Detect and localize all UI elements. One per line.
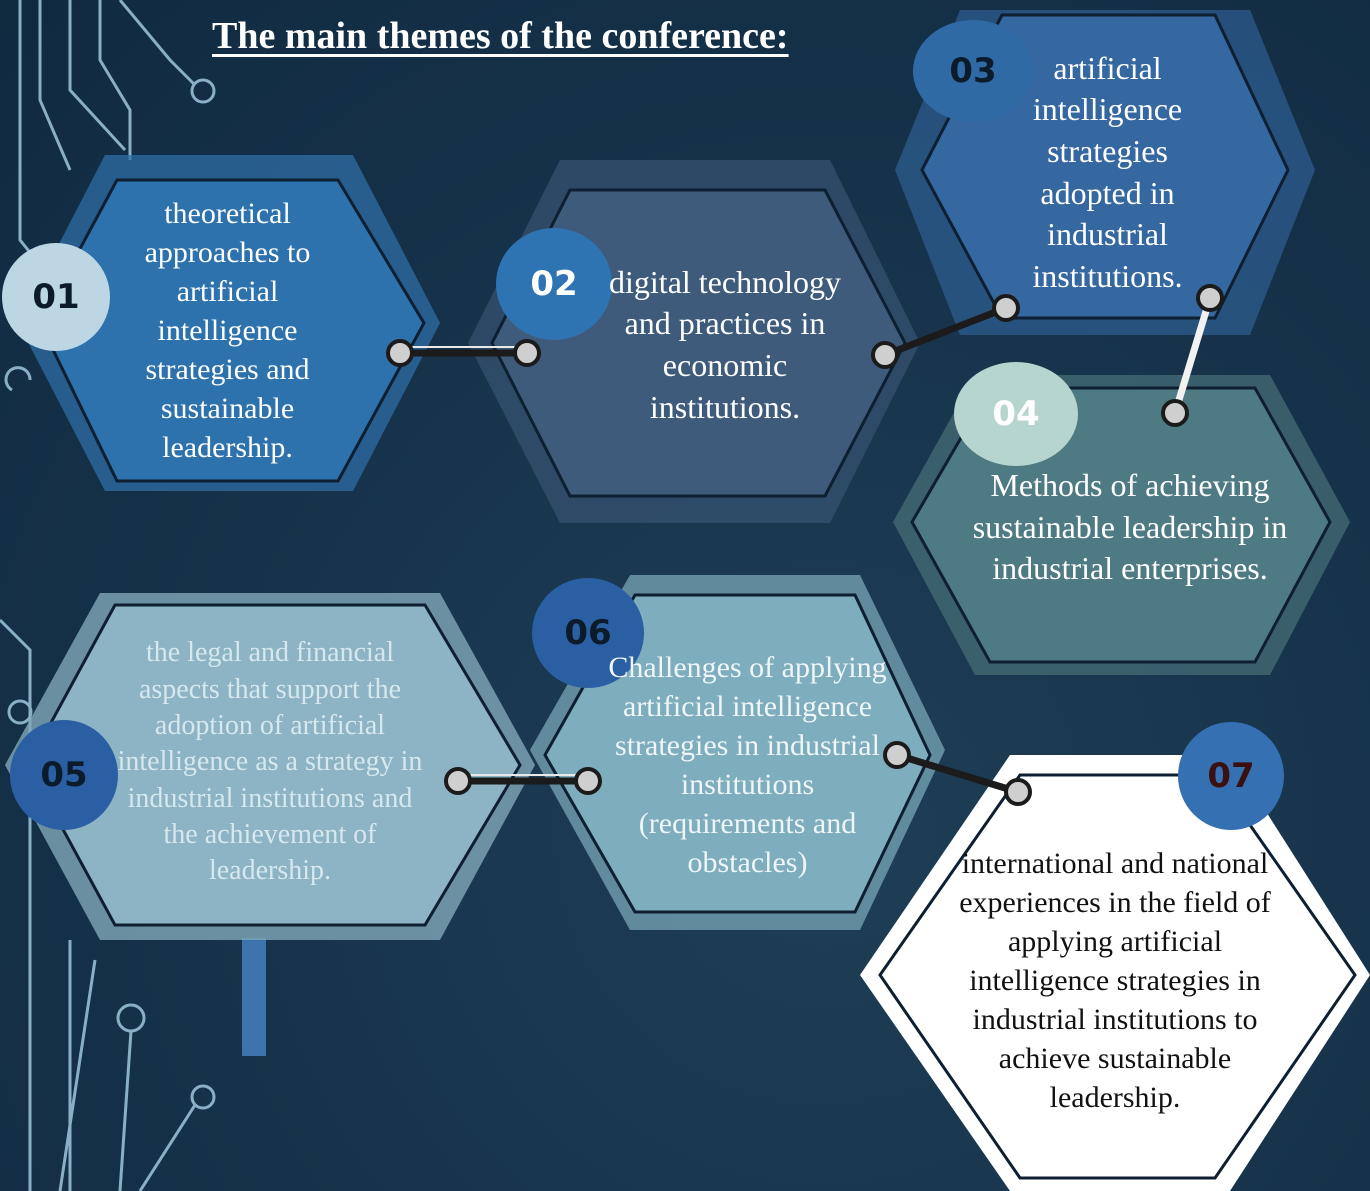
theme-03-text: artificial intelligence strategies adopt… — [1032, 49, 1183, 294]
hexagon-07 — [878, 773, 1357, 1180]
connectors — [386, 284, 1224, 806]
badge-07: 07 — [1178, 722, 1284, 830]
connector-06-07 — [883, 741, 1032, 806]
theme-06-text: Challenges of applying artificial intell… — [608, 651, 887, 879]
hexagon-01 — [38, 178, 426, 483]
page-title: The main themes of the conference: — [212, 15, 789, 57]
theme-05-text: the legal and financial aspects that sup… — [117, 637, 423, 887]
hexagon-05 — [26, 603, 522, 927]
connector-01-02 — [386, 339, 541, 367]
badge-01: 01 — [2, 243, 110, 351]
badge-04: 04 — [954, 362, 1078, 466]
connector-02-03 — [871, 294, 1020, 369]
badge-03: 03 — [913, 20, 1033, 122]
badge-02: 02 — [496, 228, 612, 340]
connector-05-06 — [444, 767, 602, 795]
theme-04-text: Methods of achieving sustainable leaders… — [972, 467, 1288, 587]
connector-03-04 — [1161, 284, 1224, 427]
badge-05: 05 — [10, 720, 118, 830]
theme-01-text: theoretical approaches to artificial int… — [144, 196, 311, 464]
accent-bar — [242, 938, 266, 1056]
hexagon-06 — [543, 593, 932, 914]
theme-02-text: digital technology and practices in econ… — [609, 263, 841, 425]
badge-06: 06 — [532, 578, 644, 688]
theme-07-text: international and national experiences i… — [959, 847, 1271, 1114]
